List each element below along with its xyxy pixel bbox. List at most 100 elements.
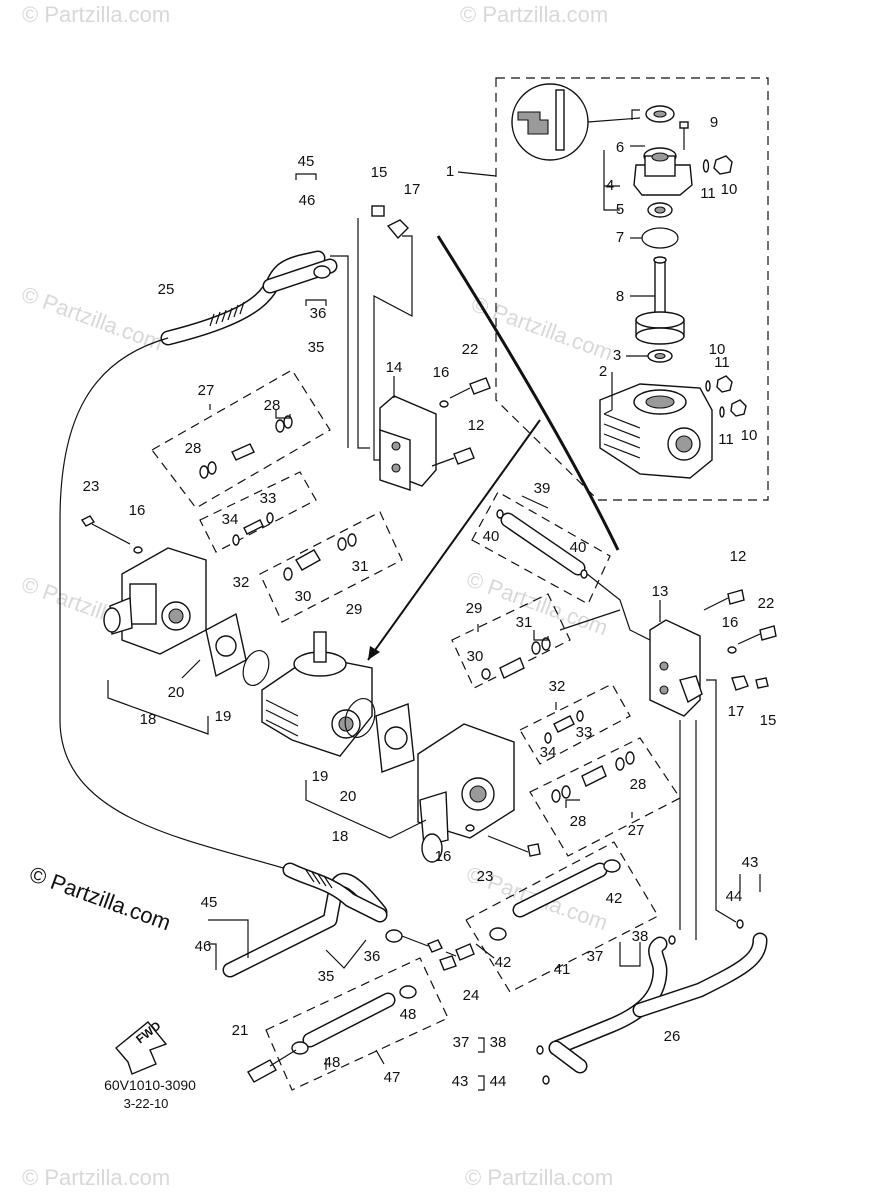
callout-45: 45	[201, 894, 218, 911]
lower-hoses	[222, 841, 768, 1091]
callout-10: 10	[721, 181, 738, 198]
valve-group-32-upper	[199, 471, 317, 553]
vapor-separator-upper	[80, 515, 270, 735]
callout-45: 45	[298, 153, 315, 170]
callout-27: 27	[198, 382, 215, 399]
callout-31: 31	[516, 614, 533, 631]
callout-15: 15	[760, 712, 777, 729]
callout-13: 13	[652, 583, 669, 600]
callout-42: 42	[606, 890, 623, 907]
callout-17: 17	[404, 181, 421, 198]
valve-group-29-upper	[259, 511, 403, 623]
drawing-date: 3-22-10	[124, 1096, 169, 1111]
callout-23: 23	[477, 868, 494, 885]
callout-17: 17	[728, 703, 745, 720]
callout-10: 10	[709, 341, 726, 358]
watermark-text: © Partzilla.com	[463, 566, 611, 640]
callout-38: 38	[632, 928, 649, 945]
callout-30: 30	[467, 648, 484, 665]
joint-14	[371, 205, 491, 491]
valve-group-32-lower	[519, 683, 631, 765]
callout-39: 39	[534, 480, 551, 497]
watermark-text: © Partzilla.com	[22, 2, 170, 27]
callout-26: 26	[664, 1028, 681, 1045]
callout-6: 6	[616, 139, 624, 156]
callout-2: 2	[599, 363, 607, 380]
callout-22: 22	[758, 595, 775, 612]
hose-39	[471, 491, 611, 605]
check-valve-group-27-lower	[529, 737, 681, 857]
callout-4: 4	[606, 177, 614, 194]
callout-16: 16	[433, 364, 450, 381]
callout-32: 32	[549, 678, 566, 695]
callout-9: 9	[710, 114, 718, 131]
callout-28: 28	[630, 776, 647, 793]
callouts: 1 2 3 4 5 6 7 8 9 10 10 10 11 11 11 12 1…	[83, 114, 777, 1090]
callout-21: 21	[232, 1022, 249, 1039]
callout-23: 23	[83, 478, 100, 495]
callout-35: 35	[318, 968, 335, 985]
callout-25: 25	[158, 281, 175, 298]
upper-hoses	[59, 218, 413, 871]
callout-16: 16	[129, 502, 146, 519]
callout-29: 29	[466, 600, 483, 617]
fuel-pump-subassembly	[457, 77, 769, 501]
callout-34: 34	[222, 511, 239, 528]
vapor-separator-lower	[305, 723, 541, 863]
callout-16: 16	[435, 848, 452, 865]
callout-8: 8	[616, 288, 624, 305]
callout-15: 15	[371, 164, 388, 181]
callout-40: 40	[570, 539, 587, 556]
callout-35: 35	[308, 339, 325, 356]
callout-12: 12	[730, 548, 747, 565]
callout-29: 29	[346, 601, 363, 618]
callout-44: 44	[726, 888, 743, 905]
callout-37: 37	[587, 948, 604, 965]
callout-28: 28	[570, 813, 587, 830]
callout-20: 20	[340, 788, 357, 805]
callout-43: 43	[742, 854, 759, 871]
callout-19: 19	[215, 708, 232, 725]
watermark-text: © Partzilla.com	[468, 291, 616, 365]
callout-47: 47	[384, 1069, 401, 1086]
callout-11: 11	[718, 431, 734, 448]
callout-5: 5	[616, 201, 624, 218]
fuel-pump-body-center	[261, 419, 541, 773]
callout-43: 43	[452, 1073, 469, 1090]
watermark-text: © Partzilla.com	[22, 1165, 170, 1190]
callout-11: 11	[700, 185, 716, 202]
watermark-copyright: © Partzilla.com	[26, 861, 174, 935]
callout-40: 40	[483, 528, 500, 545]
valve-group-29-lower	[451, 593, 621, 689]
callout-36: 36	[364, 948, 381, 965]
callout-28: 28	[264, 397, 281, 414]
callout-20: 20	[168, 684, 185, 701]
callout-42: 42	[495, 954, 512, 971]
callout-28: 28	[185, 440, 202, 457]
callout-41: 41	[554, 961, 571, 978]
callout-36: 36	[310, 305, 327, 322]
callout-1: 1	[446, 163, 454, 180]
watermark-text: © Partzilla.com	[18, 281, 166, 355]
callout-7: 7	[616, 229, 624, 246]
callout-16: 16	[722, 614, 739, 631]
callout-3: 3	[613, 347, 621, 364]
callout-46: 46	[299, 192, 316, 209]
watermark-text: © Partzilla.com	[465, 1165, 613, 1190]
callout-32: 32	[233, 574, 250, 591]
callout-12: 12	[468, 417, 485, 434]
leader-lines	[208, 173, 761, 1091]
callout-31: 31	[352, 558, 369, 575]
watermarks: © Partzilla.com © Partzilla.com © Partzi…	[18, 2, 616, 1190]
callout-18: 18	[140, 711, 157, 728]
callout-37: 37	[453, 1034, 470, 1051]
callout-48: 48	[324, 1054, 341, 1071]
callout-18: 18	[332, 828, 349, 845]
callout-24: 24	[463, 987, 480, 1004]
callout-48: 48	[400, 1006, 417, 1023]
check-valve-group-27-upper	[151, 369, 331, 509]
callout-22: 22	[462, 341, 479, 358]
fwd-arrow-icon: FWD	[115, 1018, 168, 1075]
callout-33: 33	[260, 490, 277, 507]
